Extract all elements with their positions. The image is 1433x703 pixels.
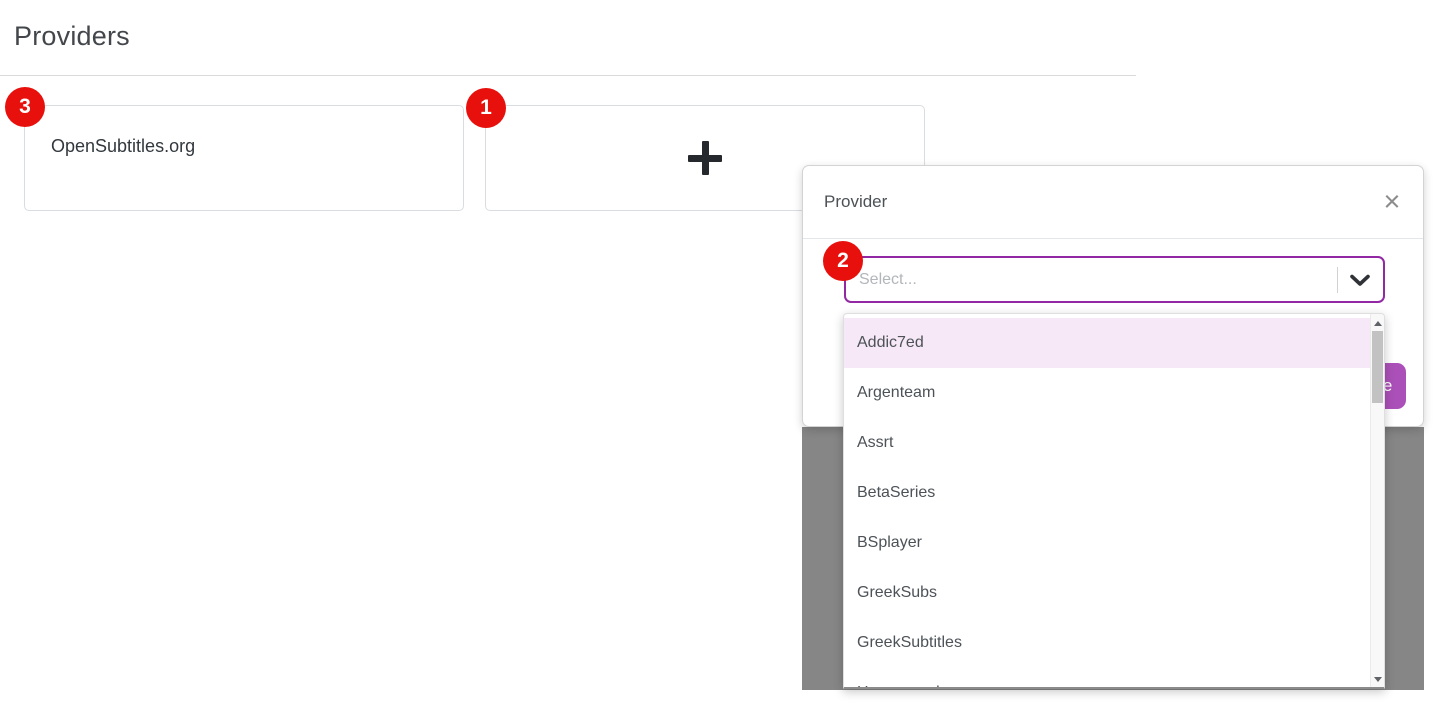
page-title: Providers bbox=[14, 21, 130, 51]
provider-dropdown: Addic7ed Argenteam Assrt BetaSeries BSpl… bbox=[843, 313, 1385, 689]
dropdown-option-partial[interactable]: Hosszupuska bbox=[844, 668, 1370, 687]
provider-card-opensubtitles[interactable]: OpenSubtitles.org bbox=[24, 105, 464, 211]
dropdown-option-assrt[interactable]: Assrt bbox=[844, 418, 1370, 468]
modal-title: Provider bbox=[824, 192, 888, 211]
arrow-up-icon bbox=[1373, 320, 1382, 326]
plus-icon bbox=[688, 141, 722, 175]
dropdown-option-bsplayer[interactable]: BSplayer bbox=[844, 518, 1370, 568]
annotation-badge-2: 2 bbox=[823, 241, 863, 281]
select-separator bbox=[1337, 267, 1338, 293]
arrow-down-icon bbox=[1373, 676, 1382, 682]
dropdown-option-betaseries[interactable]: BetaSeries bbox=[844, 468, 1370, 518]
dropdown-scrollbar[interactable] bbox=[1370, 314, 1384, 687]
section-divider bbox=[0, 75, 1136, 76]
dropdown-option-list: Addic7ed Argenteam Assrt BetaSeries BSpl… bbox=[844, 314, 1370, 687]
dropdown-option-greeksubtitles[interactable]: GreekSubtitles bbox=[844, 618, 1370, 668]
annotation-badge-1: 1 bbox=[466, 88, 506, 128]
scroll-up-button[interactable] bbox=[1371, 316, 1384, 330]
provider-select[interactable]: Select... bbox=[844, 256, 1385, 303]
scroll-down-button[interactable] bbox=[1371, 672, 1384, 686]
modal-header-divider bbox=[803, 238, 1423, 239]
annotation-badge-3: 3 bbox=[5, 87, 45, 127]
dropdown-option-greeksubs[interactable]: GreekSubs bbox=[844, 568, 1370, 618]
dropdown-option-addic7ed[interactable]: Addic7ed bbox=[844, 318, 1370, 368]
chevron-down-icon bbox=[1349, 274, 1371, 292]
add-provider-card[interactable] bbox=[485, 105, 925, 211]
provider-card-label: OpenSubtitles.org bbox=[51, 136, 196, 156]
scrollbar-thumb[interactable] bbox=[1372, 331, 1383, 403]
dropdown-option-argenteam[interactable]: Argenteam bbox=[844, 368, 1370, 418]
close-button[interactable]: × bbox=[1375, 184, 1409, 220]
modal-header: Provider × bbox=[803, 166, 1423, 238]
close-icon: × bbox=[1383, 186, 1401, 218]
select-placeholder: Select... bbox=[859, 271, 917, 288]
